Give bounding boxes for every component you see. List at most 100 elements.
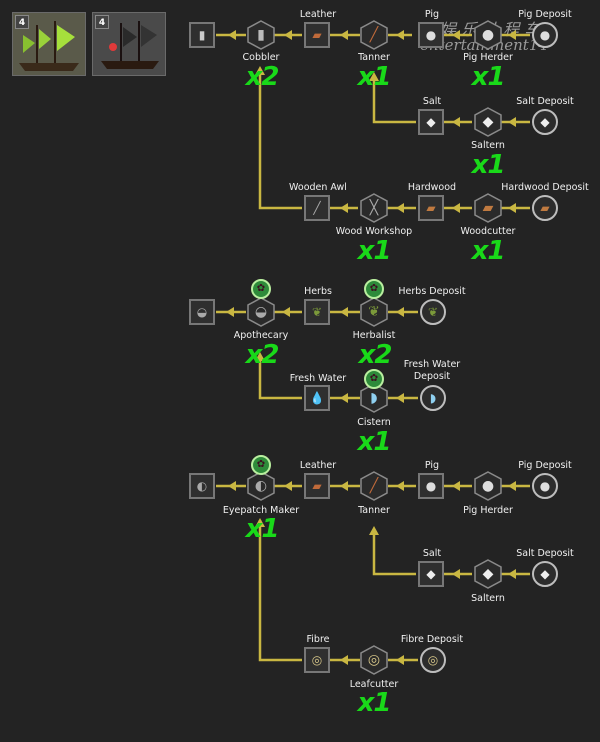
multiplier-woodcutter: x1 — [471, 236, 506, 266]
hexagon-frame — [360, 645, 388, 675]
ship-level-badge: 4 — [15, 15, 29, 29]
building-cobbler[interactable]: ▮ — [247, 20, 275, 50]
grape-icon: ✿ — [256, 283, 266, 294]
resource-herbs[interactable]: ❦ — [304, 299, 330, 325]
grape-icon: ✿ — [369, 283, 379, 294]
saltern-icon: ◆ — [482, 114, 494, 130]
label-leather: Leather — [299, 460, 337, 471]
bowl-icon: ◒ — [196, 305, 208, 319]
pig-herder-icon: ● — [481, 478, 495, 494]
building-pig-herder[interactable]: ● — [474, 471, 502, 501]
building-pig-herder[interactable]: ● — [474, 20, 502, 50]
building-tanner[interactable]: ╱ — [360, 471, 388, 501]
boost-badge: ✿ — [251, 455, 271, 475]
building-apothecary[interactable]: ◒ — [247, 297, 275, 327]
resource-leather[interactable]: ▰ — [304, 22, 330, 48]
resource-hardwood[interactable]: ▰ — [418, 195, 444, 221]
herbs-icon: ❦ — [311, 305, 323, 319]
building-tanner[interactable]: ╱ — [360, 20, 388, 50]
resource-pig[interactable]: ● — [418, 473, 444, 499]
resource-pig[interactable]: ● — [418, 22, 444, 48]
hexagon-frame — [360, 471, 388, 501]
hexagon-frame — [474, 107, 502, 137]
product-medicine[interactable]: ◒ — [189, 299, 215, 325]
label-pig-herder: Pig Herder — [463, 52, 513, 63]
building-wood-workshop[interactable]: ╳ — [360, 193, 388, 223]
deposit-pig[interactable]: ● — [532, 22, 558, 48]
salt-deposit-icon: ◆ — [540, 567, 550, 581]
building-cistern[interactable]: ◗ — [360, 383, 388, 413]
pig-icon: ● — [425, 28, 437, 42]
hexagon-frame — [247, 297, 275, 327]
hardwood-deposit-icon: ▰ — [540, 201, 550, 215]
hexagon-frame — [360, 193, 388, 223]
cistern-icon: ◗ — [370, 390, 378, 406]
hexagon-frame — [474, 471, 502, 501]
deposit-salt[interactable]: ◆ — [532, 109, 558, 135]
hexagon-frame — [247, 471, 275, 501]
woodcutter-icon: ▰ — [482, 200, 494, 216]
label-herbs-deposit: Herbs Deposit — [398, 286, 466, 297]
deposit-fibre[interactable]: ◎ — [420, 647, 446, 673]
label-saltern: Saltern — [471, 593, 505, 604]
building-leafcutter[interactable]: ◎ — [360, 645, 388, 675]
label-wood-workshop: Wood Workshop — [335, 226, 413, 237]
pig-herder-icon: ● — [481, 27, 495, 43]
label-tanner: Tanner — [358, 52, 390, 63]
label-fresh-water: Fresh Water — [289, 373, 347, 384]
ship-thumbnail-red[interactable]: 4 — [92, 12, 166, 76]
building-eyepatch-maker[interactable]: ◐ — [247, 471, 275, 501]
multiplier-tanner: x1 — [357, 62, 392, 92]
hexagon-frame — [474, 559, 502, 589]
label-leafcutter: Leafcutter — [349, 679, 399, 690]
ship-thumbnail-green[interactable]: 4 — [12, 12, 86, 76]
label-salt: Salt — [422, 548, 442, 559]
label-leather: Leather — [299, 9, 337, 20]
ship-level-badge: 4 — [95, 15, 109, 29]
leather-icon: ▰ — [312, 479, 322, 493]
resource-fibre[interactable]: ◎ — [304, 647, 330, 673]
label-fresh-water-deposit-line2: Deposit — [413, 371, 451, 382]
label-pig: Pig — [424, 9, 440, 20]
saltern-icon: ◆ — [482, 566, 494, 582]
building-herbalist[interactable]: ❦ — [360, 297, 388, 327]
product-eyepatch[interactable]: ◐ — [189, 473, 215, 499]
pig-deposit-icon: ● — [539, 479, 551, 493]
label-salt-deposit: Salt Deposit — [516, 96, 574, 107]
multiplier-eyepatch-maker: x1 — [245, 514, 280, 544]
building-woodcutter[interactable]: ▰ — [474, 193, 502, 223]
label-eyepatch-maker: Eyepatch Maker — [222, 505, 300, 516]
label-salt: Salt — [422, 96, 442, 107]
tanner-icon: ╱ — [369, 478, 379, 494]
herbalist-icon: ❦ — [368, 304, 380, 320]
building-saltern[interactable]: ◆ — [474, 107, 502, 137]
label-fibre-deposit: Fibre Deposit — [400, 634, 464, 645]
resource-salt[interactable]: ◆ — [418, 561, 444, 587]
multiplier-saltern: x1 — [471, 150, 506, 180]
label-fibre: Fibre — [306, 634, 330, 645]
deposit-hardwood[interactable]: ▰ — [532, 195, 558, 221]
product-boots[interactable]: ▮ — [189, 22, 215, 48]
resource-wooden-awl[interactable]: ╱ — [304, 195, 330, 221]
deposit-herbs[interactable]: ❦ — [420, 299, 446, 325]
resource-leather[interactable]: ▰ — [304, 473, 330, 499]
deposit-salt[interactable]: ◆ — [532, 561, 558, 587]
eyepatch-icon: ◐ — [196, 479, 208, 493]
hexagon-frame — [474, 193, 502, 223]
label-herbalist: Herbalist — [352, 330, 396, 341]
salt-icon: ◆ — [426, 567, 436, 581]
wooden-awl-icon: ╱ — [313, 201, 321, 215]
water-deposit-icon: ◗ — [429, 391, 437, 405]
deposit-pig[interactable]: ● — [532, 473, 558, 499]
multiplier-cobbler: x2 — [245, 62, 280, 92]
resource-fresh-water[interactable]: 💧 — [304, 385, 330, 411]
hexagon-frame — [360, 297, 388, 327]
building-saltern[interactable]: ◆ — [474, 559, 502, 589]
multiplier-herbalist: x2 — [358, 340, 393, 370]
fibre-deposit-icon: ◎ — [427, 653, 439, 667]
deposit-fresh-water[interactable]: ◗ — [420, 385, 446, 411]
water-drop-icon: 💧 — [309, 391, 325, 405]
resource-salt[interactable]: ◆ — [418, 109, 444, 135]
label-fresh-water-deposit-line1: Fresh Water — [403, 359, 461, 370]
